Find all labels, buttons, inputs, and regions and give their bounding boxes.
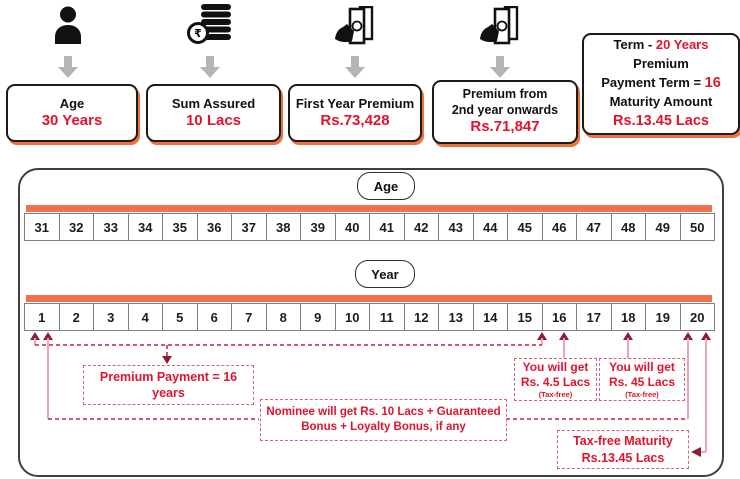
- renewal-premium-card-label: Premium from: [462, 87, 548, 101]
- age-cell: 45: [507, 213, 543, 241]
- age-cell: 31: [24, 213, 60, 241]
- age-cell: 43: [438, 213, 474, 241]
- year18-benefit-line1: You will get: [609, 359, 675, 374]
- term-label: Term -: [613, 37, 656, 53]
- sum-assured-card-value: 10 Lacs: [185, 111, 242, 129]
- year16-benefit-line1: You will get: [522, 359, 589, 374]
- year-cell: 18: [610, 303, 646, 331]
- renewal-premium-card: Premium from 2nd year onwards Rs.71,847: [432, 80, 578, 144]
- first-year-premium-card-value: Rs.73,428: [320, 111, 390, 129]
- maturity-note-line2: Rs.13.45 Lacs: [581, 450, 665, 465]
- payment-term-label: Payment Term =: [601, 74, 705, 90]
- age-cell: 47: [576, 213, 612, 241]
- term-line: Term - 20 Years: [614, 36, 709, 54]
- maturity-amount-value: Rs.13.45 Lacs: [613, 113, 709, 130]
- year-cell: 15: [507, 303, 543, 331]
- age-card-label: Age: [59, 95, 85, 111]
- age-card-value: 30 Years: [41, 111, 103, 129]
- nominee-benefit-note: Nominee will get Rs. 10 Lacs + Guarantee…: [260, 399, 507, 441]
- year-cell: 20: [679, 303, 715, 331]
- payment-term-line: Payment Term = 16: [601, 73, 721, 93]
- year16-benefit-line2: Rs. 4.5 Lacs: [520, 375, 591, 390]
- year-cell: 19: [645, 303, 681, 331]
- year18-benefit-note-text: (Tax-free): [625, 389, 659, 399]
- age-cell: 39: [300, 213, 336, 241]
- age-cell: 36: [196, 213, 232, 241]
- age-cell: 32: [58, 213, 94, 241]
- sum-assured-card: Sum Assured 10 Lacs: [146, 84, 281, 142]
- age-cell: 50: [679, 213, 715, 241]
- year-cell: 9: [300, 303, 336, 331]
- down-arrow-icon: [345, 56, 365, 83]
- age-cell: 41: [369, 213, 405, 241]
- year-cell: 1: [24, 303, 60, 331]
- renewal-premium-card-label2: 2nd year onwards: [451, 102, 559, 117]
- year16-benefit-note-text: (Tax-free): [538, 389, 573, 399]
- age-cell: 37: [231, 213, 267, 241]
- rupee-coins-icon: ₹: [186, 4, 232, 51]
- money-hand-icon: [479, 5, 521, 51]
- year-cell: 4: [127, 303, 163, 331]
- year-axis-label: Year: [355, 260, 415, 288]
- age-axis-label: Age: [357, 172, 415, 200]
- first-year-premium-card: First Year Premium Rs.73,428: [288, 84, 422, 142]
- payment-term-value: 16: [704, 74, 721, 91]
- age-cell: 38: [265, 213, 301, 241]
- maturity-note: Tax-free Maturity Rs.13.45 Lacs: [557, 430, 689, 469]
- year18-benefit-line2: Rs. 45 Lacs: [608, 375, 676, 390]
- premium-payment-note: Premium Payment = 16 years: [83, 365, 254, 405]
- age-axis-bar: [26, 205, 712, 212]
- money-hand-icon: [334, 5, 376, 51]
- maturity-note-line1: Tax-free Maturity: [573, 434, 673, 449]
- year-cell: 8: [265, 303, 301, 331]
- svg-text:₹: ₹: [194, 27, 202, 40]
- term-summary-card: Term - 20 Years Premium Payment Term = 1…: [582, 33, 740, 135]
- person-icon: [54, 6, 82, 49]
- maturity-amount-label: Maturity Amount: [609, 94, 713, 110]
- age-cell: 49: [645, 213, 681, 241]
- renewal-premium-card-value: Rs.71,847: [470, 118, 540, 136]
- year-cell: 14: [472, 303, 508, 331]
- age-cell: 42: [403, 213, 439, 241]
- year-cell: 16: [541, 303, 577, 331]
- year-cell: 7: [231, 303, 267, 331]
- year16-benefit-note: You will get Rs. 4.5 Lacs (Tax-free): [514, 358, 597, 401]
- sum-assured-card-label: Sum Assured: [171, 95, 256, 111]
- year-cell: 10: [334, 303, 370, 331]
- year-cell: 2: [58, 303, 94, 331]
- year-cell: 12: [403, 303, 439, 331]
- premium-payment-text: Premium Payment = 16 years: [99, 369, 238, 400]
- age-cell: 48: [610, 213, 646, 241]
- first-year-premium-card-label: First Year Premium: [295, 95, 415, 111]
- premium-word: Premium: [633, 55, 689, 71]
- year-cell: 3: [93, 303, 129, 331]
- age-cell: 34: [127, 213, 163, 241]
- age-cell: 44: [472, 213, 508, 241]
- age-card: Age 30 Years: [6, 84, 138, 142]
- age-cell: 33: [93, 213, 129, 241]
- year-cell: 5: [162, 303, 198, 331]
- nominee-benefit-line2: Bonus + Loyalty Bonus, if any: [301, 421, 466, 433]
- down-arrow-icon: [200, 56, 220, 83]
- year18-benefit-note: You will get Rs. 45 Lacs (Tax-free): [599, 358, 685, 401]
- year-cell: 13: [438, 303, 474, 331]
- age-cell: 40: [334, 213, 370, 241]
- age-cell: 46: [541, 213, 577, 241]
- down-arrow-icon: [490, 56, 510, 83]
- year-cell: 11: [369, 303, 405, 331]
- year-axis-bar: [26, 295, 712, 302]
- nominee-benefit-line1: Nominee will get Rs. 10 Lacs + Guarantee…: [266, 406, 501, 419]
- down-arrow-icon: [58, 56, 78, 83]
- year-cell: 17: [576, 303, 612, 331]
- term-value: 20 Years: [655, 37, 709, 53]
- age-cell: 35: [162, 213, 198, 241]
- year-cell: 6: [196, 303, 232, 331]
